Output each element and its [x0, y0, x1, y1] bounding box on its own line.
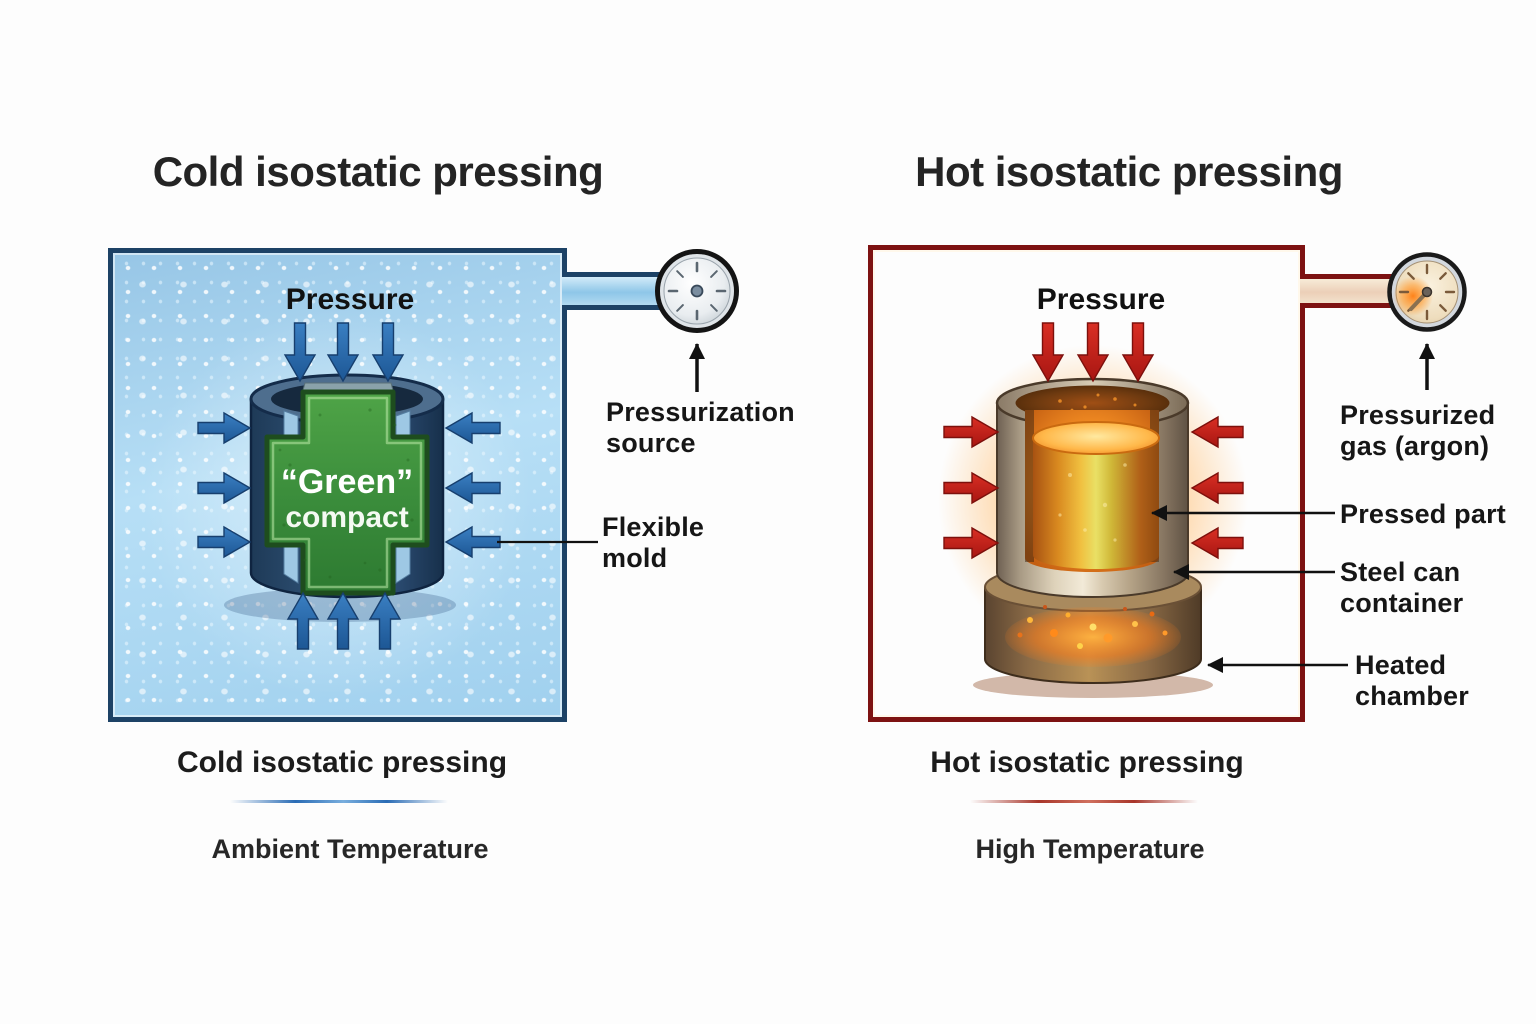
pressed-part-label: Pressed part [1340, 499, 1506, 529]
pressurized-gas-label: Pressurized gas (argon) [1340, 400, 1496, 461]
hot-pressure-gauge-icon [1387, 252, 1467, 332]
green-compact-label-line2: compact [285, 501, 408, 534]
cold-mold-diagram: “Green” compact [197, 322, 501, 650]
pressurization-source-label: Pressurization source [606, 397, 795, 458]
green-compact-label-line1: “Green” [281, 463, 413, 501]
cold-caption: Cold isostatic pressing [176, 746, 508, 779]
hot-title: Hot isostatic pressing [915, 148, 1343, 195]
heated-chamber-label: Heated chamber [1355, 650, 1469, 711]
flexible-mold-label: Flexible mold [602, 512, 705, 573]
hot-temperature-label: High Temperature [975, 834, 1205, 864]
cold-pressure-label: Pressure [285, 283, 415, 316]
hot-pipe [1300, 274, 1392, 308]
ember-dots [1017, 605, 1168, 649]
pressed-part [1032, 421, 1160, 569]
cold-pipe [562, 272, 662, 310]
cold-divider [230, 800, 448, 803]
cold-pressure-arrows [197, 322, 501, 650]
cold-temperature-label: Ambient Temperature [211, 834, 489, 864]
steel-can [995, 377, 1190, 598]
hot-caption: Hot isostatic pressing [930, 746, 1244, 779]
hot-pressure-arrows [943, 322, 1244, 560]
hot-chamber-box [868, 245, 1305, 722]
hot-can-diagram [938, 322, 1248, 698]
cold-title: Cold isostatic pressing [152, 148, 604, 195]
cold-pressure-gauge-icon [655, 249, 739, 333]
hot-pressure-label: Pressure [1036, 283, 1166, 316]
hot-divider [970, 800, 1198, 803]
steel-can-label: Steel can container [1340, 557, 1464, 618]
compact-speckle [278, 408, 414, 579]
